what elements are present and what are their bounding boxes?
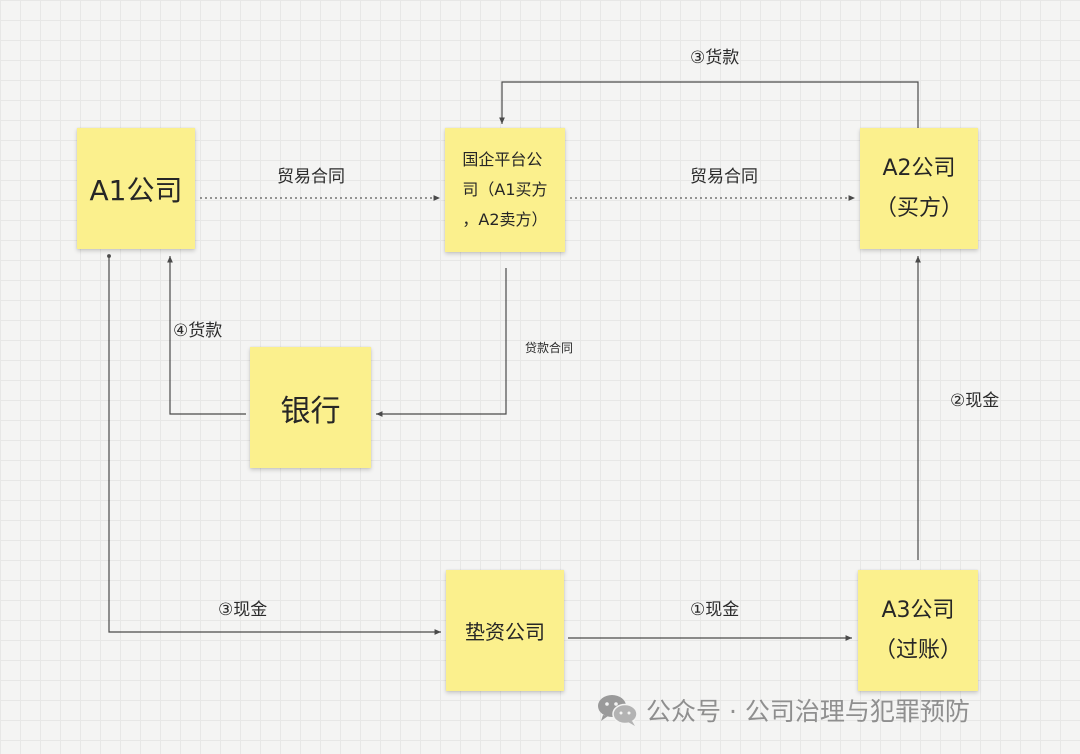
edge-label-dianzi-a3: ①现金 (690, 600, 740, 620)
node-a3-company: A3公司 （过账） (858, 570, 978, 691)
edge-label-platform-bank: 贷款合同 (525, 341, 574, 355)
edge-a1-to-dianzi (107, 254, 441, 635)
node-platform-company: 国企平台公 司（A1买方 ，A2卖方） (445, 128, 565, 252)
edge-a2-to-platform (499, 81, 919, 128)
node-a1-company: A1公司 (77, 128, 195, 249)
node-a3-label: A3公司 （过账） (873, 597, 962, 663)
node-platform-label: 国企平台公 司（A1买方 ，A2卖方） (462, 150, 548, 229)
node-dianzi-company: 垫资公司 (446, 570, 564, 691)
wechat-icon (598, 695, 638, 726)
edge-label-platform-a2: 贸易合同 (690, 167, 758, 187)
node-a2-company: A2公司 （买方） (860, 128, 978, 249)
edge-label-a1-dianzi: ③现金 (218, 600, 268, 620)
edge-platform-to-bank (376, 268, 507, 417)
edge-label-a1-platform: 贸易合同 (277, 167, 345, 187)
watermark-text: 公众号 · 公司治理与犯罪预防 (646, 697, 970, 726)
node-a1-label: A1公司 (89, 173, 183, 207)
edge-label-a3-a2: ②现金 (950, 391, 1000, 411)
edge-label-a2-platform: ③货款 (690, 48, 740, 68)
node-bank: 银行 (250, 347, 371, 468)
node-dianzi-label: 垫资公司 (465, 620, 545, 644)
node-a2-label: A2公司 （买方） (874, 155, 963, 221)
watermark: 公众号 · 公司治理与犯罪预防 (596, 692, 970, 728)
node-bank-label: 银行 (280, 393, 341, 429)
edge-label-bank-a1: ④货款 (173, 321, 223, 341)
